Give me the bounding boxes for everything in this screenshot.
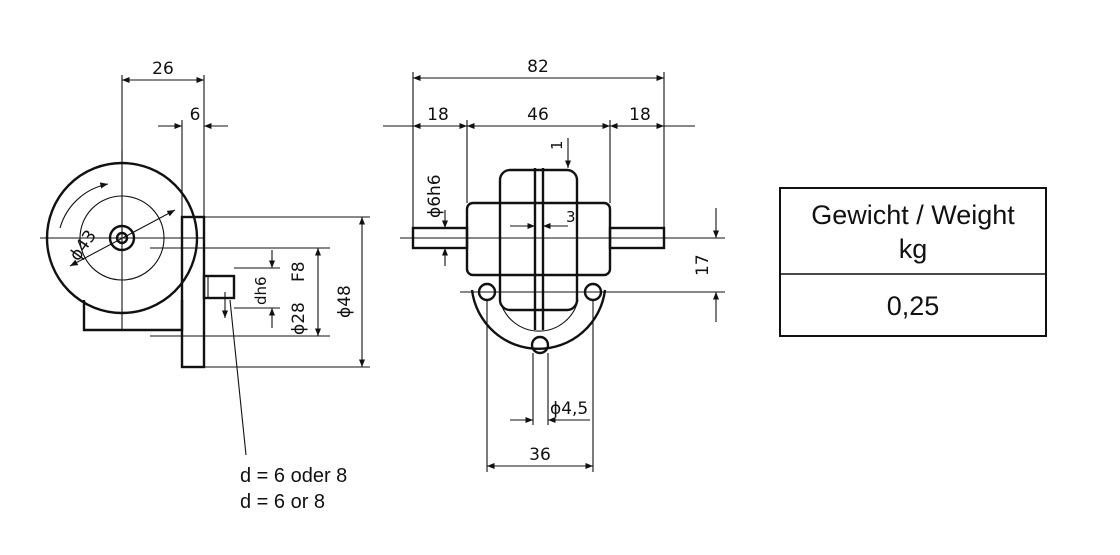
dim-1-label: 1 <box>548 140 566 150</box>
note-line-de: d = 6 oder 8 <box>240 465 347 487</box>
gearbox-cover <box>498 168 579 312</box>
dim-48-label: ϕ48 <box>335 285 355 318</box>
flange-plate <box>180 215 206 369</box>
dim-28-label: ϕ28 <box>289 302 309 335</box>
front-view: 82 18 46 18 ϕ6h6 1 3 17 ϕ4,5 <box>383 57 725 472</box>
weight-table-header-line1: Gewicht / Weight <box>811 200 1015 230</box>
weight-table: Gewicht / Weight kg 0,25 <box>779 187 1047 337</box>
dim-46-label: 46 <box>527 105 549 125</box>
note-line-en: d = 6 or 8 <box>240 491 325 513</box>
dim-45-label: ϕ4,5 <box>550 399 588 419</box>
dim-6-label: 6 <box>190 105 201 125</box>
dim-18-right-label: 18 <box>629 105 651 125</box>
dim-43-label: ϕ43 <box>66 226 101 264</box>
weight-table-header-line2: kg <box>899 234 928 264</box>
gearbox-body <box>465 201 612 277</box>
weight-table-border <box>779 187 1047 337</box>
side-view: 26 6 ϕ43 dh6 F8 ϕ28 ϕ48 <box>40 59 370 456</box>
dim-3-label: 3 <box>566 208 576 226</box>
dim-f8-label: F8 <box>289 261 309 282</box>
size-note: d = 6 oder 8 d = 6 or 8 <box>240 465 347 513</box>
base-arc-inner <box>499 299 579 332</box>
rotation-arrow <box>59 182 109 229</box>
base-arc-outer <box>470 289 607 350</box>
weight-value: 0,25 <box>887 291 940 321</box>
mount-hole-bottom <box>530 335 550 355</box>
dim-82-label: 82 <box>527 57 549 77</box>
mounting-foot <box>82 300 184 332</box>
dim-26-label: 26 <box>152 59 174 79</box>
dim-18-left-label: 18 <box>427 105 449 125</box>
dim-6h6-label: ϕ6h6 <box>425 174 445 218</box>
dim-36-label: 36 <box>529 445 551 465</box>
dim-dh6-label: dh6 <box>252 276 270 305</box>
dim-17-label: 17 <box>693 254 713 276</box>
shaft-stub <box>202 274 236 300</box>
dim-line-43 <box>69 209 176 267</box>
note-leader <box>229 299 247 456</box>
